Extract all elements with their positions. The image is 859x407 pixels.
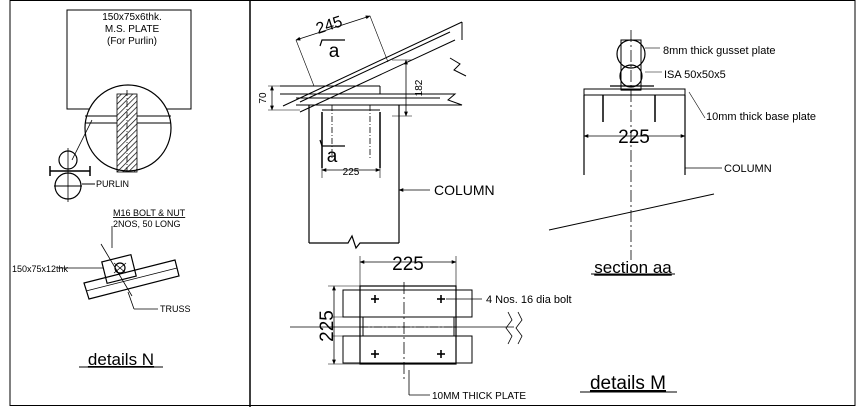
bolt-note-line1: M16 BOLT & NUT <box>113 208 186 218</box>
angle-note: 150x75x12thk <box>12 264 69 274</box>
column-label-elevation: COLUMN <box>434 182 495 198</box>
base-plate-label: 10mm thick base plate <box>706 111 816 123</box>
column-label-section: COLUMN <box>724 163 772 175</box>
bolt-mark <box>371 295 379 303</box>
section-aa <box>548 30 722 275</box>
section-aa-title: section aa <box>594 258 672 277</box>
base-plate-plan <box>359 285 457 365</box>
elevation-dim-bottom: 225 <box>343 167 360 178</box>
details-m-dim-top: 225 <box>392 254 424 275</box>
elevation-dim-left: 70 <box>258 92 269 104</box>
truss-connection <box>58 226 180 310</box>
elevation-dim-top: 245 <box>314 13 345 37</box>
angle-section-label: ISA 50x50x5 <box>664 69 726 81</box>
plate-label: 10MM THICK PLATE <box>432 391 526 402</box>
section-mark-a-bottom: a <box>327 146 338 167</box>
truss-label: TRUSS <box>160 304 191 314</box>
column-elevation <box>268 15 467 250</box>
bolt-mark <box>371 350 379 358</box>
purlin-label: PURLIN <box>96 179 129 189</box>
gusset-plate-label: 8mm thick gusset plate <box>663 45 776 57</box>
sheet-frame <box>9 0 856 407</box>
details-m-title: details M <box>590 373 666 394</box>
plate-note-line2: M.S. PLATE <box>105 24 160 35</box>
bolt-label: 4 Nos. 16 dia bolt <box>486 294 572 306</box>
details-m-dim-left: 225 <box>317 310 338 342</box>
elevation-dim-right: 182 <box>414 79 425 96</box>
bolt-mark <box>437 350 445 358</box>
section-mark-a-top: a <box>329 41 340 62</box>
bolt-marks <box>371 295 445 358</box>
details-n-title: details N <box>88 350 154 369</box>
plate-note-line1: 150x75x6thk. <box>102 12 162 23</box>
bolt-mark <box>437 295 445 303</box>
details-n <box>49 9 192 368</box>
plate-note-line3: (For Purlin) <box>107 36 157 47</box>
section-aa-dim: 225 <box>618 127 650 148</box>
bolt-note-line2: 2NOS, 50 LONG <box>113 219 181 229</box>
purlin-symbol <box>49 148 95 202</box>
details-m <box>290 256 677 396</box>
